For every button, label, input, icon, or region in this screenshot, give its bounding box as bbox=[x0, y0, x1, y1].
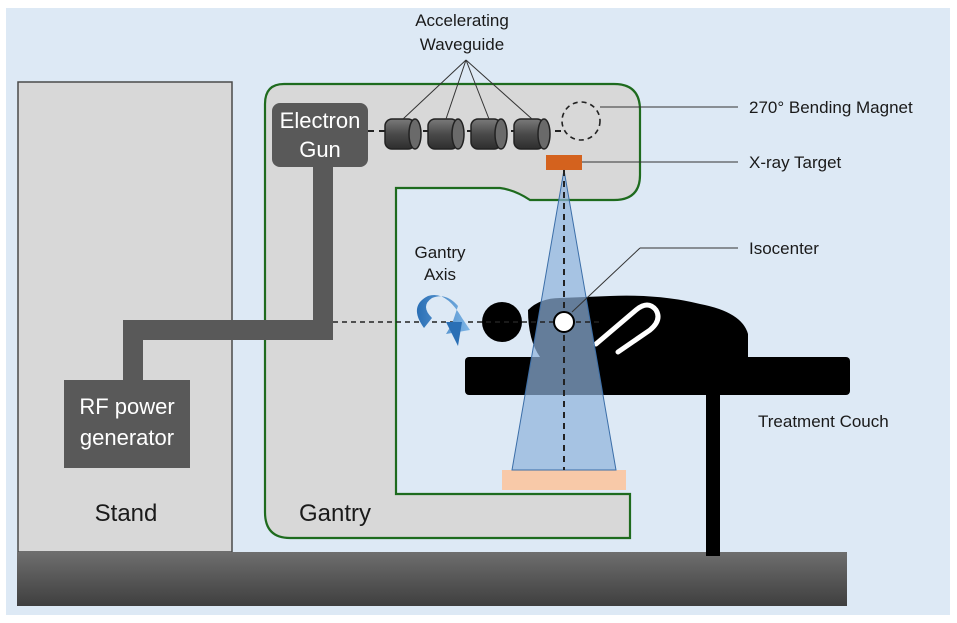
detector-panel bbox=[502, 470, 626, 490]
couch-leg bbox=[706, 390, 720, 556]
cavity-3-face bbox=[494, 118, 508, 150]
waveguide-label-1: Accelerating bbox=[415, 11, 509, 30]
xray-target bbox=[546, 155, 582, 170]
stand-label: Stand bbox=[95, 500, 158, 527]
gantry-axis-label-2: Axis bbox=[424, 265, 456, 284]
floor bbox=[17, 552, 847, 606]
waveguide-connection bbox=[123, 155, 333, 390]
cavity-2-face bbox=[451, 118, 465, 150]
patient-head bbox=[482, 302, 522, 342]
cavity-4-face bbox=[537, 118, 551, 150]
stand-body bbox=[17, 81, 233, 553]
electron-gun-label-1: Electron bbox=[280, 108, 361, 133]
bending-magnet-label: 270° Bending Magnet bbox=[749, 98, 913, 117]
accelerating-cavities bbox=[384, 118, 551, 150]
waveguide-label-2: Waveguide bbox=[420, 35, 504, 54]
rf-generator-label-2: generator bbox=[80, 425, 174, 450]
xray-target-label: X-ray Target bbox=[749, 153, 842, 172]
electron-gun bbox=[272, 103, 368, 167]
isocenter-label: Isocenter bbox=[749, 239, 819, 258]
isocenter-marker bbox=[553, 311, 575, 333]
bending-magnet bbox=[561, 101, 601, 141]
isocenter-leader bbox=[571, 247, 641, 313]
rf-power-generator bbox=[64, 380, 190, 468]
rotation-arrow-icon bbox=[416, 294, 470, 346]
gantry-label: Gantry bbox=[299, 500, 371, 527]
cavity-1-face bbox=[408, 118, 422, 150]
rf-generator-label-1: RF power bbox=[79, 394, 174, 419]
couch-top bbox=[465, 357, 850, 395]
patient-arm bbox=[593, 302, 661, 355]
electron-gun-label-2: Gun bbox=[299, 137, 341, 162]
gantry-body bbox=[263, 82, 642, 540]
treatment-couch-label: Treatment Couch bbox=[758, 412, 889, 431]
gantry-axis-label-1: Gantry bbox=[414, 243, 466, 262]
waveguide-leader-lines bbox=[402, 59, 533, 120]
